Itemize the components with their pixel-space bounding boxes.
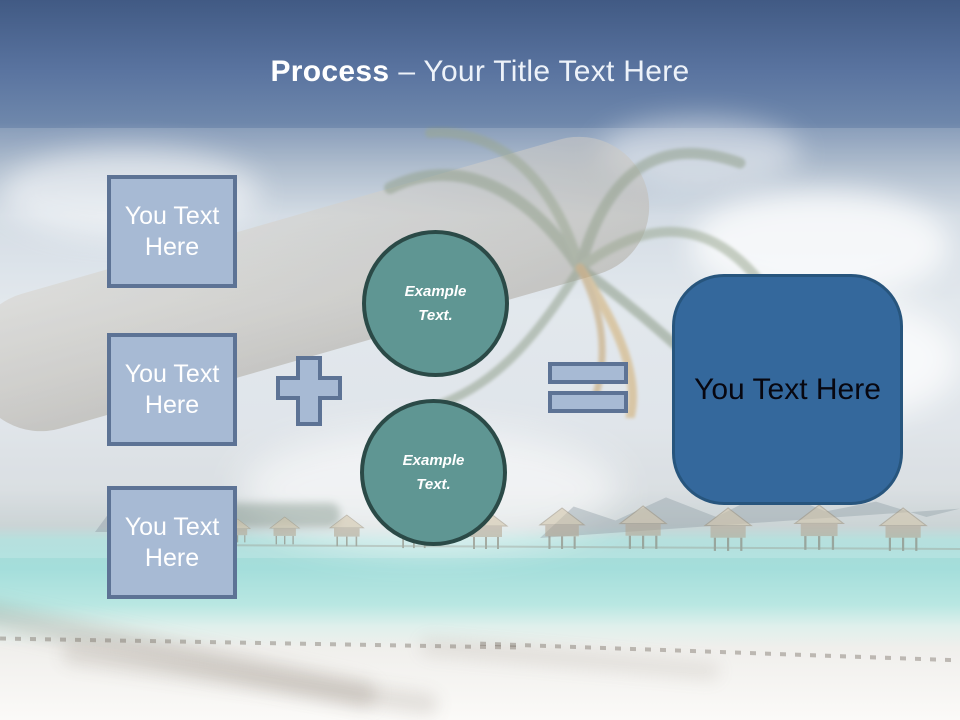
input-box-3-label: You Text Here xyxy=(124,512,220,572)
example-circle-2-label: Example Text. xyxy=(403,449,465,497)
plus-icon xyxy=(276,356,342,426)
example-circle-1-label: Example Text. xyxy=(405,280,467,328)
input-box-3: You Text Here xyxy=(107,486,237,599)
equals-bar-top xyxy=(548,362,628,384)
example-2-line1: Example xyxy=(402,451,465,469)
input-box-1: You Text Here xyxy=(107,175,237,288)
example-circle-1: Example Text. xyxy=(362,230,509,377)
palm-shadow-on-sand xyxy=(60,641,440,717)
slide-title: Process– Your Title Text Here xyxy=(0,55,960,89)
example-1-line1: Example xyxy=(404,282,467,300)
title-subtitle: – Your Title Text Here xyxy=(398,55,690,88)
input-box-2-label: You Text Here xyxy=(124,359,220,419)
input-box-1-label: You Text Here xyxy=(124,201,220,261)
result-box: You Text Here xyxy=(672,274,903,505)
palm-shadow-on-sand xyxy=(419,636,721,682)
equals-bar-bottom xyxy=(548,391,628,413)
title-keyword: Process xyxy=(270,55,390,88)
example-2-line2: Text. xyxy=(416,475,451,493)
example-1-line2: Text. xyxy=(418,306,453,324)
input-box-2: You Text Here xyxy=(107,333,237,446)
example-circle-2: Example Text. xyxy=(360,399,507,546)
overwater-bungalows xyxy=(180,505,960,552)
result-box-label: You Text Here xyxy=(694,372,881,406)
